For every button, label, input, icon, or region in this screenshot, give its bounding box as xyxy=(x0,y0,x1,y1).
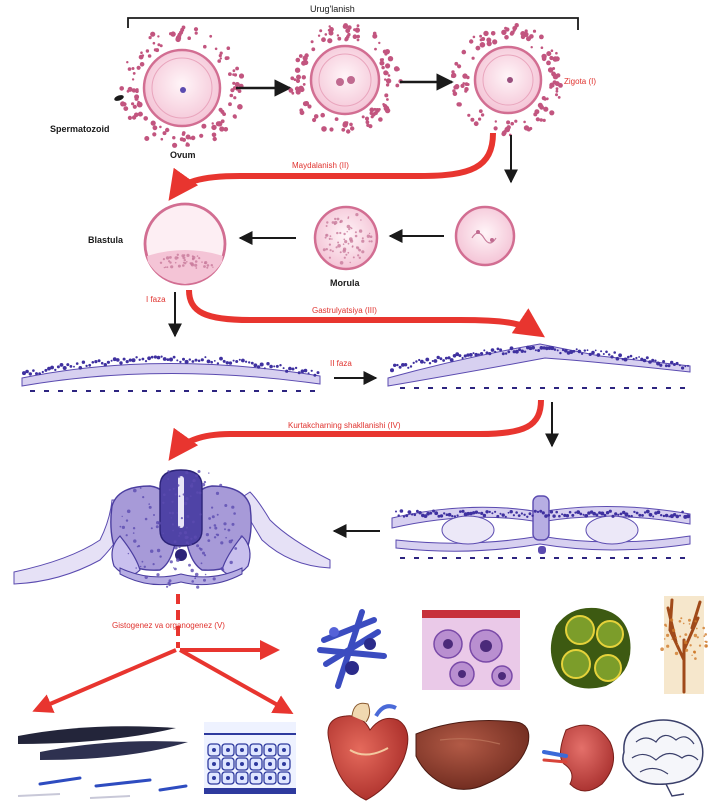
ovum-label: Ovum xyxy=(170,150,196,160)
fertilization-label: Urug'lanish xyxy=(310,4,355,14)
gastrula-icon xyxy=(388,344,690,388)
axial-organs-label: Kurtakcharning shakllanishi (IV) xyxy=(288,421,401,430)
sperm-icon xyxy=(113,94,124,102)
liver-icon xyxy=(416,721,529,790)
blastula-icon xyxy=(145,204,225,284)
embryo-cross-section-icon xyxy=(14,470,330,589)
zygote-label: Zigota (I) xyxy=(564,77,596,86)
arrow-histo-left-down xyxy=(36,650,176,710)
phase2-label: II faza xyxy=(330,359,352,368)
heart-icon xyxy=(328,703,408,800)
muscle-fiber-icon xyxy=(18,726,188,798)
epithelium-icon xyxy=(204,722,296,794)
phase1-label: I faza xyxy=(146,295,166,304)
brain-icon xyxy=(623,720,703,796)
fertilized-egg-icon xyxy=(289,23,403,134)
blastula-label: Blastula xyxy=(88,235,124,245)
two-cell-icon xyxy=(456,207,514,265)
gland-tissue-icon xyxy=(551,608,631,689)
embryonic-disc-icon xyxy=(22,355,320,391)
connective-tissue-icon xyxy=(320,612,384,686)
gastrulation-label: Gastrulyatsiya (III) xyxy=(312,306,377,315)
sperm-label: Spermatozoid xyxy=(50,124,110,134)
morula-icon xyxy=(315,207,377,269)
vascular-tree-icon xyxy=(660,596,708,694)
ovum-icon xyxy=(119,26,244,148)
histogenesis-label: Gistogenez va organogenez (V) xyxy=(112,621,225,630)
arrow-histo-right-down xyxy=(180,650,290,712)
neurula-icon xyxy=(392,496,690,558)
blood-cells-icon xyxy=(422,610,520,690)
zygote-icon xyxy=(451,23,563,136)
morula-label: Morula xyxy=(330,278,360,288)
kidney-icon xyxy=(544,725,614,791)
cleavage-label: Maydalanish (II) xyxy=(292,161,349,170)
